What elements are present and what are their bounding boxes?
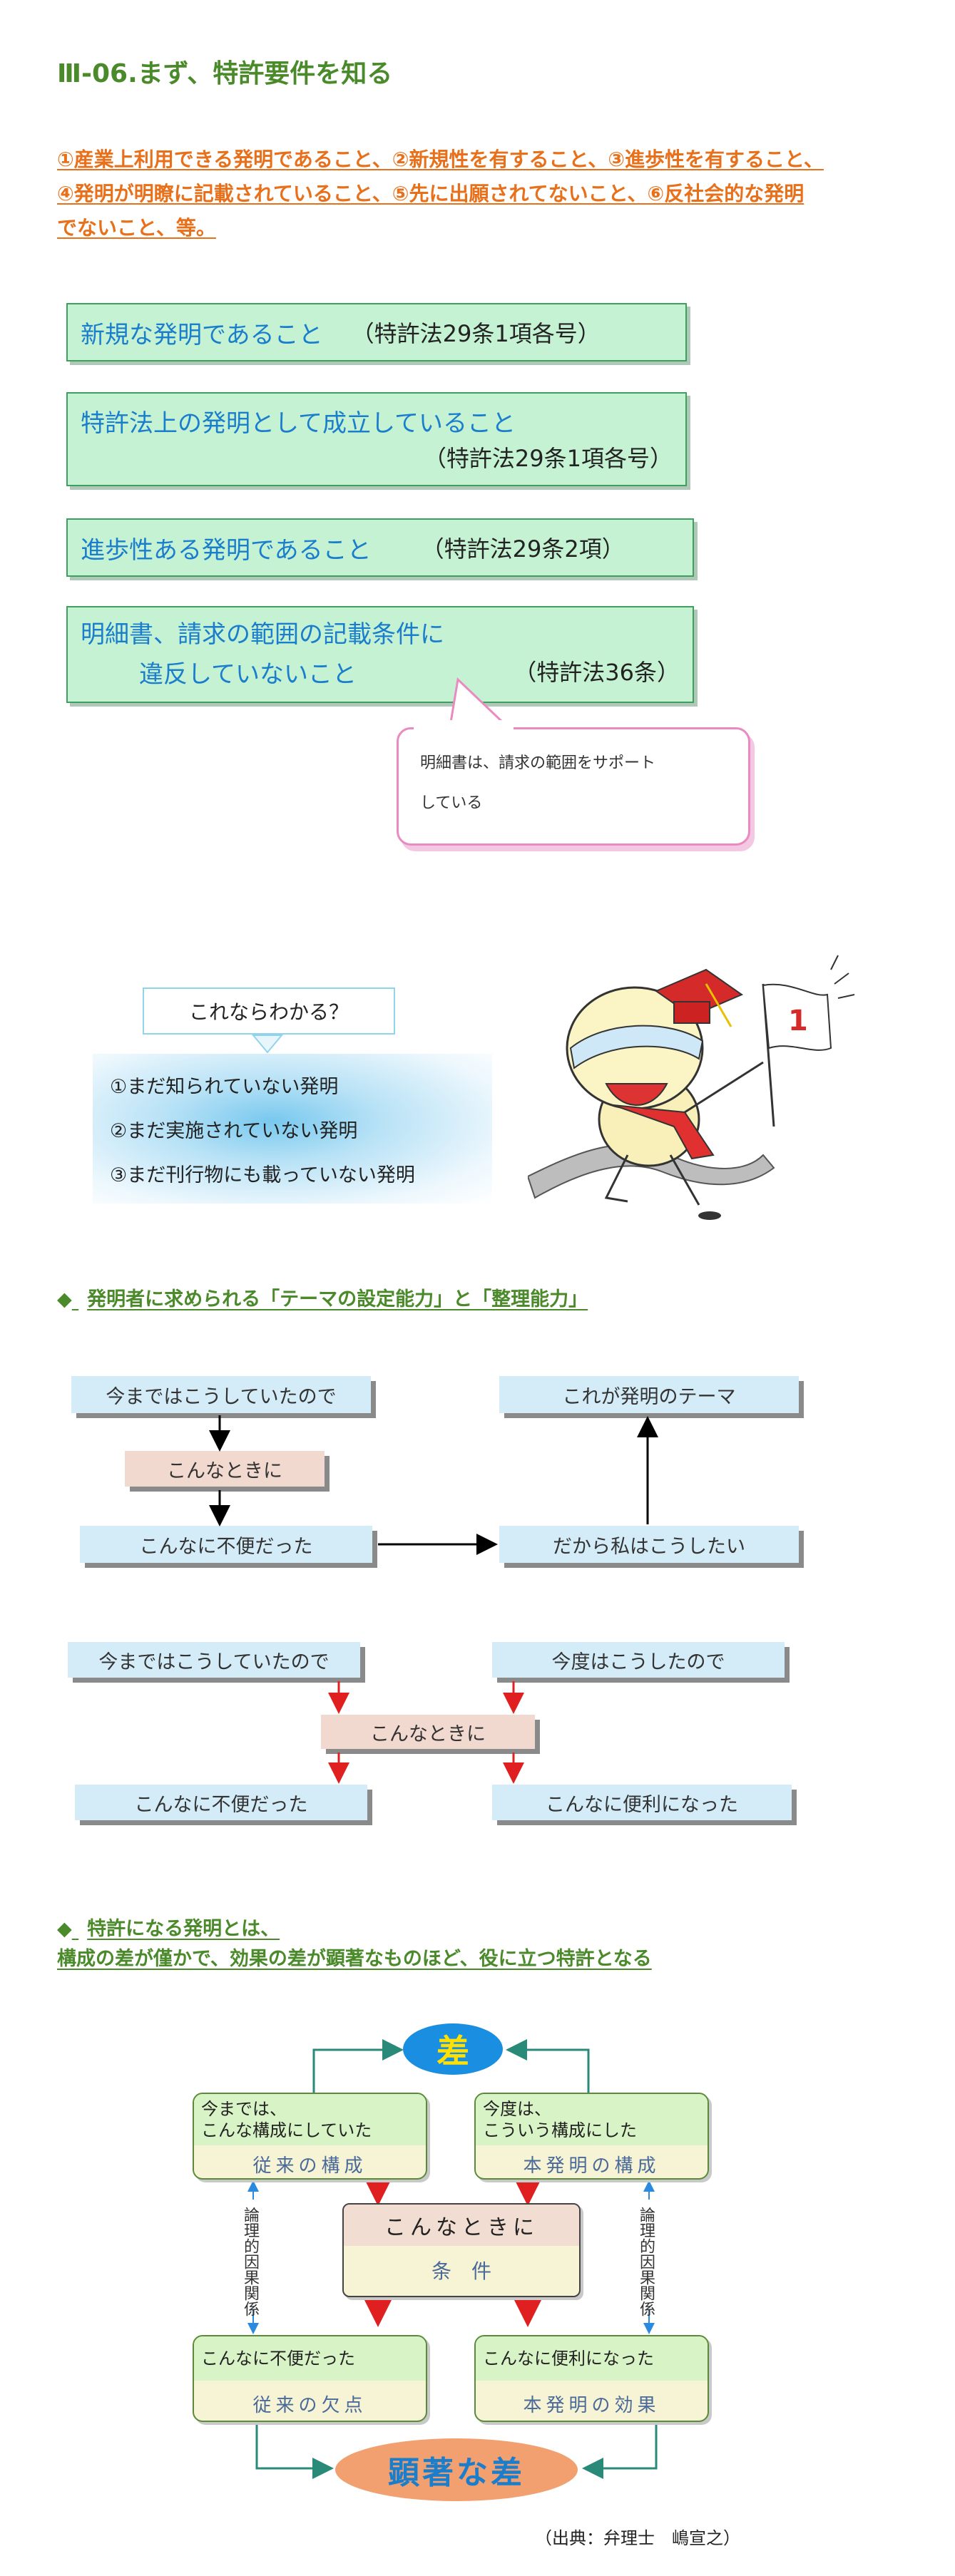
explain-heading-box: これならわかる？ <box>143 987 395 1035</box>
flow2-arrows <box>328 1681 524 1784</box>
requirement-law: （特許法29条1項各号） <box>351 320 601 347</box>
section-title: 発明者に求められる「テーマの設定能力」と「整理能力」 <box>87 1288 588 1310</box>
flow1-theme-box: これが発明のテーマ <box>499 1376 799 1413</box>
invention-structure-desc: 今度は、 こういう構成にした <box>476 2094 708 2145</box>
section-heading: ◆ 特許になる発明とは、 構成の差が僅かで、効果の差が顕著なものほど、役に立つ特… <box>57 1914 652 1974</box>
bubble-tail-join <box>414 720 514 730</box>
diamond-icon: ◆ <box>57 1918 72 1940</box>
flow1-inconvenient-box: こんなに不便だった <box>80 1526 372 1563</box>
flow2-now-box: 今度はこうしたので <box>492 1642 785 1678</box>
explain-item: ③まだ刊行物にも載っていない発明 <box>110 1164 415 1186</box>
citation: （出典：弁理士 嶋宣之） <box>535 2528 740 2548</box>
invention-effect-desc: こんなに便利になった <box>476 2336 708 2381</box>
prior-defect-label: 従来の欠点 <box>252 2395 367 2416</box>
requirement-text: 特許法上の発明として成立していること <box>81 409 516 438</box>
requirement-text: 新規な発明であること <box>81 320 323 349</box>
flow1-arrows <box>209 1415 658 1555</box>
invention-effect-box: こんなに便利になった 本発明の効果 <box>474 2335 709 2422</box>
bubble-text: 明細書は、請求の範囲をサポート <box>420 754 656 772</box>
section-heading: ◆ 発明者に求められる「テーマの設定能力」と「整理能力」 <box>57 1283 588 1311</box>
bubble-text: している <box>420 794 483 812</box>
svg-text:1: 1 <box>788 1005 808 1037</box>
significant-difference-label: 顕著な差 <box>388 2455 525 2491</box>
prior-defect-box: こんなに不便だった 従来の欠点 <box>193 2335 427 2422</box>
chevron-down-icon <box>251 1035 284 1054</box>
intro-line: でないこと、等。 <box>57 216 216 240</box>
intro-line: ①産業上利用できる発明であること、②新規性を有すること、③進歩性を有すること、 <box>57 148 824 171</box>
condition-label: 条 件 <box>431 2259 491 2283</box>
intro-line: ④発明が明瞭に記載されていること、⑤先に出願されてないこと、⑥反社会的な発明 <box>57 182 805 205</box>
flow2-inconvenient-box: こんなに不便だった <box>75 1785 367 1820</box>
requirement-inventive-step: 進歩性ある発明であること （特許法29条2項） <box>66 518 694 577</box>
requirement-description: 明細書、請求の範囲の記載条件に 違反していないこと （特許法36条） <box>66 606 694 703</box>
invention-structure-label: 本発明の構成 <box>523 2155 660 2177</box>
condition-desc: こんなときに <box>344 2205 579 2246</box>
explain-item: ①まだ知られていない発明 <box>110 1076 339 1098</box>
difference-ellipse: 差 <box>403 2023 503 2075</box>
requirement-law: （特許法29条1項各号） <box>423 445 673 472</box>
prior-defect-desc: こんなに不便だった <box>194 2336 426 2381</box>
requirement-invention: 特許法上の発明として成立していること （特許法29条1項各号） <box>66 392 687 486</box>
flow1-when-box: こんなときに <box>125 1451 325 1487</box>
prior-structure-box: 今までは、 こんな構成にしていた 従来の構成 <box>193 2093 427 2180</box>
invention-structure-box: 今度は、 こういう構成にした 本発明の構成 <box>474 2093 709 2180</box>
diamond-icon: ◆ <box>57 1288 72 1310</box>
flow1-before-box: 今まではこうしていたので <box>71 1376 371 1413</box>
mascot-illustration: 1 <box>528 955 855 1220</box>
explain-heading: これならわかる？ <box>188 1000 349 1024</box>
requirement-text: 進歩性ある発明であること <box>81 535 372 565</box>
prior-structure-desc: 今までは、 こんな構成にしていた <box>194 2094 426 2145</box>
flow2-before-box: 今まではこうしていたので <box>68 1642 360 1678</box>
section-subtitle: 構成の差が僅かで、効果の差が顕著なものほど、役に立つ特許となる <box>57 1948 652 1970</box>
prior-structure-label: 従来の構成 <box>252 2155 367 2177</box>
patent-requirements-summary: ①産業上利用できる発明であること、②新規性を有すること、③進歩性を有すること、 … <box>57 143 913 245</box>
significant-difference-ellipse: 顕著な差 <box>335 2438 578 2501</box>
section-title: 特許になる発明とは、 <box>87 1918 280 1940</box>
requirement-law: （特許法36条） <box>514 659 680 686</box>
speech-bubble: 明細書は、請求の範囲をサポート している <box>397 727 750 846</box>
requirement-law: （特許法29条2項） <box>421 535 625 563</box>
flow2-when-box: こんなときに <box>321 1715 535 1749</box>
requirement-text: 明細書、請求の範囲の記載条件に <box>81 620 444 649</box>
requirement-novelty: 新規な発明であること （特許法29条1項各号） <box>66 303 687 361</box>
explain-item: ②まだ実施されていない発明 <box>110 1120 358 1142</box>
logic-label-right: 論理的因果関係 <box>637 2207 655 2316</box>
difference-label: 差 <box>436 2032 469 2070</box>
logic-label-left: 論理的因果関係 <box>241 2207 259 2316</box>
condition-box: こんなときに 条 件 <box>342 2203 581 2297</box>
flow2-convenient-box: こんなに便利になった <box>492 1785 792 1820</box>
invention-effect-label: 本発明の効果 <box>523 2395 660 2416</box>
flow1-so-box: だから私はこうしたい <box>499 1526 799 1563</box>
page-title: Ⅲ-06.まず、特許要件を知る <box>57 59 393 88</box>
requirement-text: 違反していないこと <box>139 660 357 689</box>
explain-list: ①まだ知られていない発明 ②まだ実施されていない発明 ③まだ刊行物にも載っていな… <box>93 1054 492 1204</box>
